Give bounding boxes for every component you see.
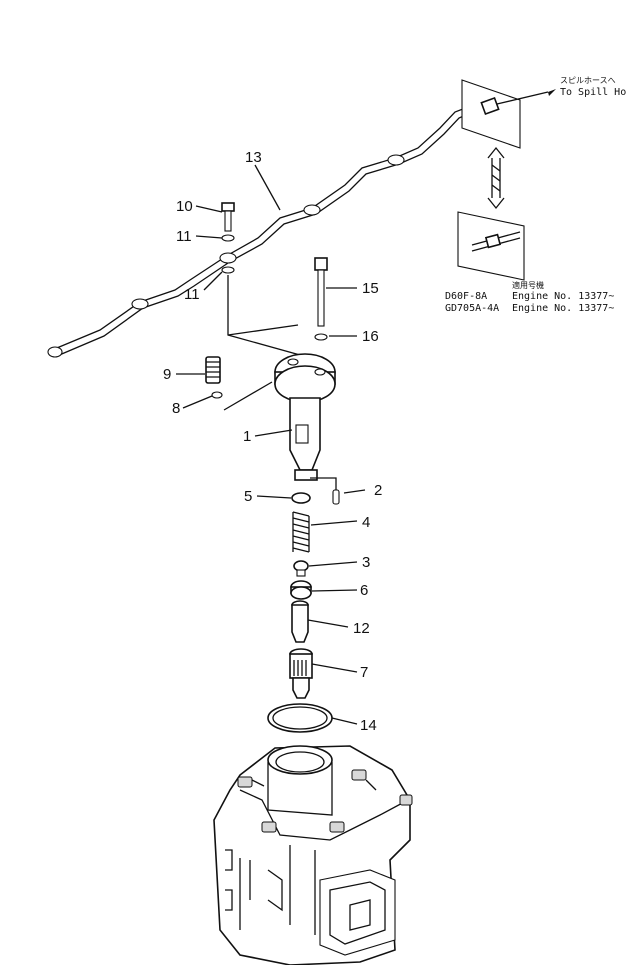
callout-12: 12 [353, 620, 370, 637]
ref-line-holder [227, 324, 299, 336]
callout-8: 8 [172, 400, 180, 417]
callout-2: 2 [374, 482, 382, 499]
callout-11-lower: 11 [184, 286, 200, 303]
callout-7: 7 [360, 664, 368, 681]
alternate-fitting [457, 211, 525, 281]
part-4-spring [292, 511, 310, 553]
part-15-bolt [314, 257, 328, 327]
part-6-spacer [290, 580, 312, 600]
part-5-shim [291, 492, 311, 504]
ref-line-pin [310, 477, 337, 490]
part-10-bolt [221, 202, 235, 232]
model-gd705a: GD705A-4A [445, 303, 499, 314]
applicability-header: 適用号機 [512, 280, 544, 290]
spill-hose-label-jp: スピルホースへ [560, 76, 616, 85]
callout-16: 16 [362, 328, 379, 345]
engine-no-gd705a: Engine No. 13377~ [512, 303, 614, 314]
part-11-washer-upper [221, 234, 235, 242]
spill-pipe [47, 106, 494, 358]
part-14-o-ring [267, 703, 333, 733]
callout-15: 15 [362, 280, 379, 297]
callout-3: 3 [362, 554, 370, 571]
callout-numbers: 13 10 11 11 15 16 9 8 1 2 5 4 3 6 12 7 1… [163, 149, 382, 734]
part-2-pin [332, 489, 340, 505]
callout-5: 5 [244, 488, 252, 505]
callout-11-upper: 11 [176, 228, 192, 245]
part-11-washer-lower [221, 266, 235, 274]
model-d60f: D60F-8A [445, 291, 487, 302]
callout-4: 4 [362, 514, 370, 531]
callout-6: 6 [360, 582, 368, 599]
callout-9: 9 [163, 366, 171, 383]
part-3-spring-seat [293, 560, 309, 577]
alternate-arrow [487, 146, 505, 210]
callout-14: 14 [360, 717, 377, 734]
callout-10: 10 [176, 198, 193, 215]
spill-hose-label-en: To Spill Hose [560, 87, 626, 98]
part-7-retaining-nut [289, 648, 313, 699]
cylinder-head [213, 745, 413, 965]
part-16-washer [314, 333, 328, 341]
engine-no-d60f: Engine No. 13377~ [512, 291, 614, 302]
ref-line-bolt [227, 275, 301, 356]
callout-1: 1 [243, 428, 251, 445]
part-1-nozzle-holder [274, 353, 336, 481]
part-8-washer [211, 391, 223, 399]
leader-lines [176, 164, 366, 725]
part-9-plug [205, 356, 221, 384]
part-12-nozzle [291, 600, 309, 643]
callout-13: 13 [245, 149, 262, 166]
spill-hose-fitting: スピルホースへ To Spill Hose [461, 76, 626, 149]
ref-line-plug [223, 381, 273, 411]
applicability-notes: 適用号機 D60F-8A Engine No. 13377~ GD705A-4A… [445, 280, 614, 314]
